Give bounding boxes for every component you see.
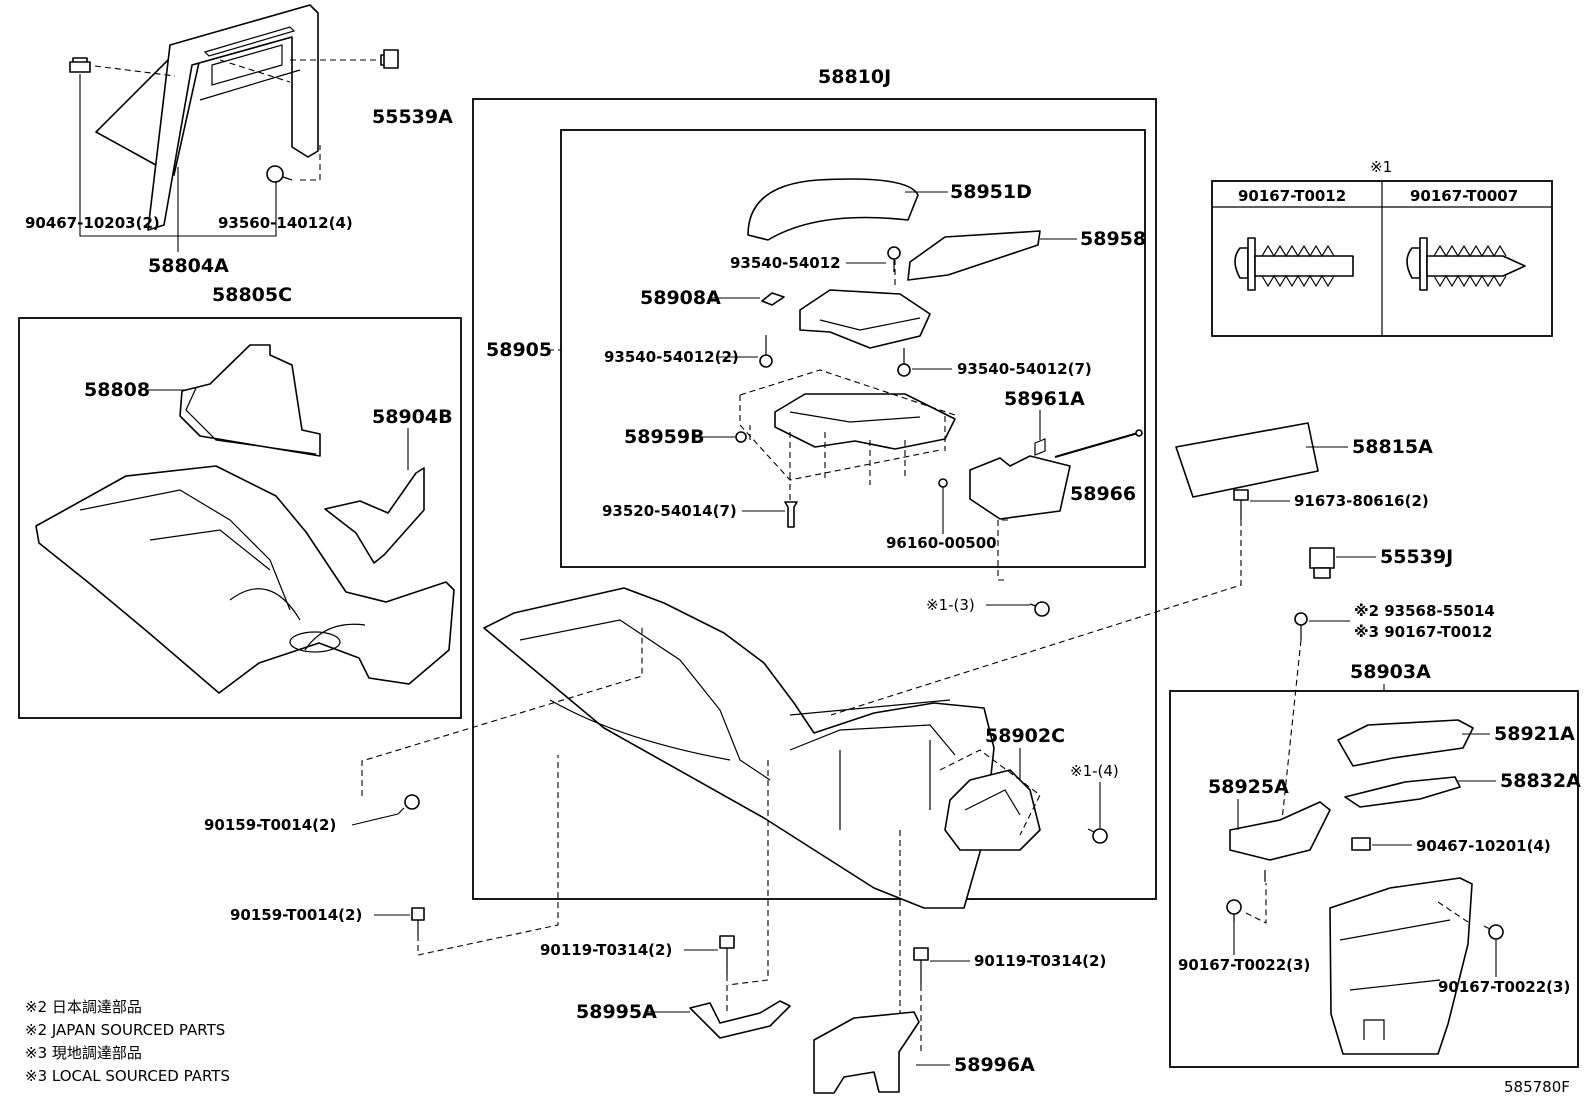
label-58904B: 58904B	[372, 406, 453, 428]
label-58902C: 58902C	[985, 725, 1065, 747]
rod-58966-icon	[1054, 429, 1143, 458]
label-58959B: 58959B	[624, 426, 705, 448]
bolt-90119-T0314-b-icon	[913, 947, 929, 985]
note-2: ※2 JAPAN SOURCED PARTS	[25, 1021, 225, 1039]
label-93540-54012-7: 93540-54012(7)	[957, 360, 1092, 378]
frame-58810J	[472, 98, 1157, 900]
label-90167-T0022-b: 90167-T0022(3)	[1438, 978, 1570, 996]
label-90119-T0314-a: 90119-T0314(2)	[540, 941, 672, 959]
label-58905: 58905	[486, 339, 552, 361]
shift-boot-cover-58904B-icon	[324, 467, 425, 564]
label-ref1-3: ※1-(3)	[926, 596, 975, 614]
label-58921A: 58921A	[1494, 723, 1575, 745]
bolt-90119-T0314-a-icon	[719, 935, 735, 975]
label-55539J: 55539J	[1380, 546, 1453, 568]
label-96160-00500: 96160-00500	[886, 534, 997, 552]
screw-93540-54012-7-icon	[897, 348, 911, 377]
label-90467-10203: 90467-10203(2)	[25, 214, 160, 232]
note-3: ※3 現地調達部品	[25, 1044, 142, 1062]
ref-table-col2: 90167-T0007	[1410, 187, 1518, 205]
label-90167-T0012-local: ※3 90167-T0012	[1354, 623, 1492, 641]
label-58810J: 58810J	[818, 66, 891, 88]
console-box-58959B-icon	[774, 393, 956, 450]
label-93560-14012: 93560-14012(4)	[218, 214, 353, 232]
screw-ref1-3-icon	[1029, 601, 1050, 617]
screw-58959B-icon	[735, 431, 747, 443]
label-93540-54012: 93540-54012	[730, 254, 841, 272]
label-58832A: 58832A	[1500, 770, 1581, 792]
spring-96160-00500-icon	[938, 478, 948, 488]
label-58805C: 58805C	[212, 284, 292, 306]
label-58804A: 58804A	[148, 255, 229, 277]
label-93520-54014: 93520-54014(7)	[602, 502, 737, 520]
frame-58805C	[18, 317, 462, 719]
label-58961A: 58961A	[1004, 388, 1085, 410]
trim-58832A-icon	[1344, 776, 1461, 808]
bracket-58925A-icon	[1229, 801, 1331, 882]
label-58908A: 58908A	[640, 287, 721, 309]
label-55539A: 55539A	[372, 106, 453, 128]
console-body-58810J-icon	[483, 587, 995, 909]
clip-90467-10201-icon	[1351, 837, 1371, 851]
clip-55539A-icon	[380, 49, 399, 69]
label-58925A: 58925A	[1208, 776, 1289, 798]
label-90159-T0014-a: 90159-T0014(2)	[204, 816, 336, 834]
trim-58921A-icon	[1337, 719, 1474, 767]
frame-58905	[560, 129, 1146, 568]
console-body-58805C-icon	[35, 465, 455, 694]
armrest-lid-58951D-icon	[747, 178, 919, 241]
note-1: ※2 日本調達部品	[25, 998, 142, 1016]
label-93540-54012-2: 93540-54012(2)	[604, 348, 739, 366]
diagram-code: 585780F	[1504, 1078, 1570, 1096]
bracket-58995A-icon	[689, 1000, 791, 1039]
label-58966: 58966	[1070, 483, 1136, 505]
hinge-cover-58958-icon	[907, 230, 1041, 281]
clip-90467-10203-icon	[69, 57, 91, 73]
note-4: ※3 LOCAL SOURCED PARTS	[25, 1067, 230, 1085]
bolt-90159-T0014-b-icon	[411, 907, 425, 935]
ref-table-mark: ※1	[1370, 158, 1392, 176]
mat-58815A-icon	[1175, 422, 1319, 498]
panel-58804A-icon	[95, 4, 319, 231]
label-58951D: 58951D	[950, 181, 1032, 203]
screw-93568-55014-icon	[1294, 612, 1308, 640]
label-93568-55014: ※2 93568-55014	[1354, 602, 1495, 620]
shift-boot-58808-icon	[179, 344, 321, 457]
bolt-91673-80616-icon	[1233, 489, 1249, 520]
ref-table-col1: 90167-T0012	[1238, 187, 1346, 205]
label-58808: 58808	[84, 379, 150, 401]
label-58996A: 58996A	[954, 1054, 1035, 1076]
label-90119-T0314-b: 90119-T0314(2)	[974, 952, 1106, 970]
latch-58961A-icon	[969, 438, 1071, 520]
label-90167-T0022-a: 90167-T0022(3)	[1178, 956, 1310, 974]
bolt-90159-T0014-a-icon	[397, 794, 420, 815]
label-90159-T0014-b: 90159-T0014(2)	[230, 906, 362, 924]
label-ref1-4: ※1-(4)	[1070, 762, 1119, 780]
label-91673-80616: 91673-80616(2)	[1294, 492, 1429, 510]
bracket-58902C-icon	[944, 769, 1041, 851]
label-58815A: 58815A	[1352, 436, 1433, 458]
screw-reference-table	[1211, 180, 1553, 337]
screw-ref1-4-icon	[1087, 828, 1108, 844]
clip-55539J-icon	[1309, 547, 1335, 579]
label-58903A: 58903A	[1350, 661, 1431, 683]
screw-93520-54014-icon	[784, 501, 798, 528]
side-panel-58903A-icon	[1329, 877, 1473, 1055]
screw-93560-14012-icon	[266, 165, 293, 183]
armrest-base-icon	[799, 289, 931, 349]
bracket-58996A-icon	[813, 1011, 920, 1094]
screw-90167-T0007-icon	[1406, 237, 1526, 291]
screw-90167-T0012-icon	[1234, 237, 1354, 291]
screw-93540-54012-icon	[887, 246, 901, 272]
label-90467-10201: 90467-10201(4)	[1416, 837, 1551, 855]
frame-58903A	[1169, 690, 1579, 1068]
hinge-58908A-icon	[761, 292, 785, 306]
screw-93540-54012-2-icon	[759, 335, 773, 368]
label-58958: 58958	[1080, 228, 1146, 250]
label-58995A: 58995A	[576, 1001, 657, 1023]
screw-90167-T0022-b-icon	[1483, 924, 1504, 940]
